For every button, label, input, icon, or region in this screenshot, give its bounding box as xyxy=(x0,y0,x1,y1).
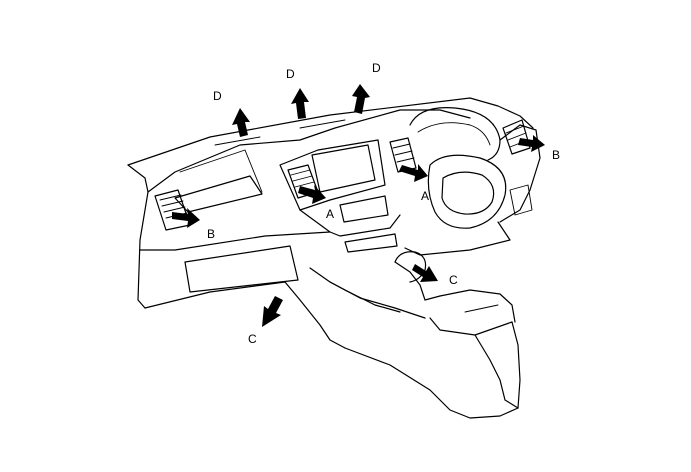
arrow-vent-icon xyxy=(298,185,326,204)
arrow-foot-icon xyxy=(412,264,438,282)
label-foot: C xyxy=(248,332,257,346)
label-defroster: D xyxy=(213,89,222,103)
label-defroster: D xyxy=(372,61,381,75)
label-center-vent: A xyxy=(421,189,429,203)
labels: D D D A A B B C C xyxy=(207,61,560,346)
arrow-vent-icon xyxy=(172,208,200,228)
label-foot: C xyxy=(449,273,458,287)
arrow-up-icon xyxy=(291,88,309,119)
arrow-foot-icon xyxy=(262,296,283,327)
arrow-vent-icon xyxy=(518,135,545,152)
label-side-vent: B xyxy=(552,148,560,162)
dashboard-outline xyxy=(127,97,541,419)
label-side-vent: B xyxy=(207,227,215,241)
label-defroster: D xyxy=(286,67,295,81)
airflow-arrows xyxy=(172,84,545,327)
arrow-vent-icon xyxy=(399,164,428,182)
arrow-up-icon xyxy=(352,84,370,114)
arrow-up-icon xyxy=(232,108,250,137)
label-center-vent: A xyxy=(326,207,334,221)
